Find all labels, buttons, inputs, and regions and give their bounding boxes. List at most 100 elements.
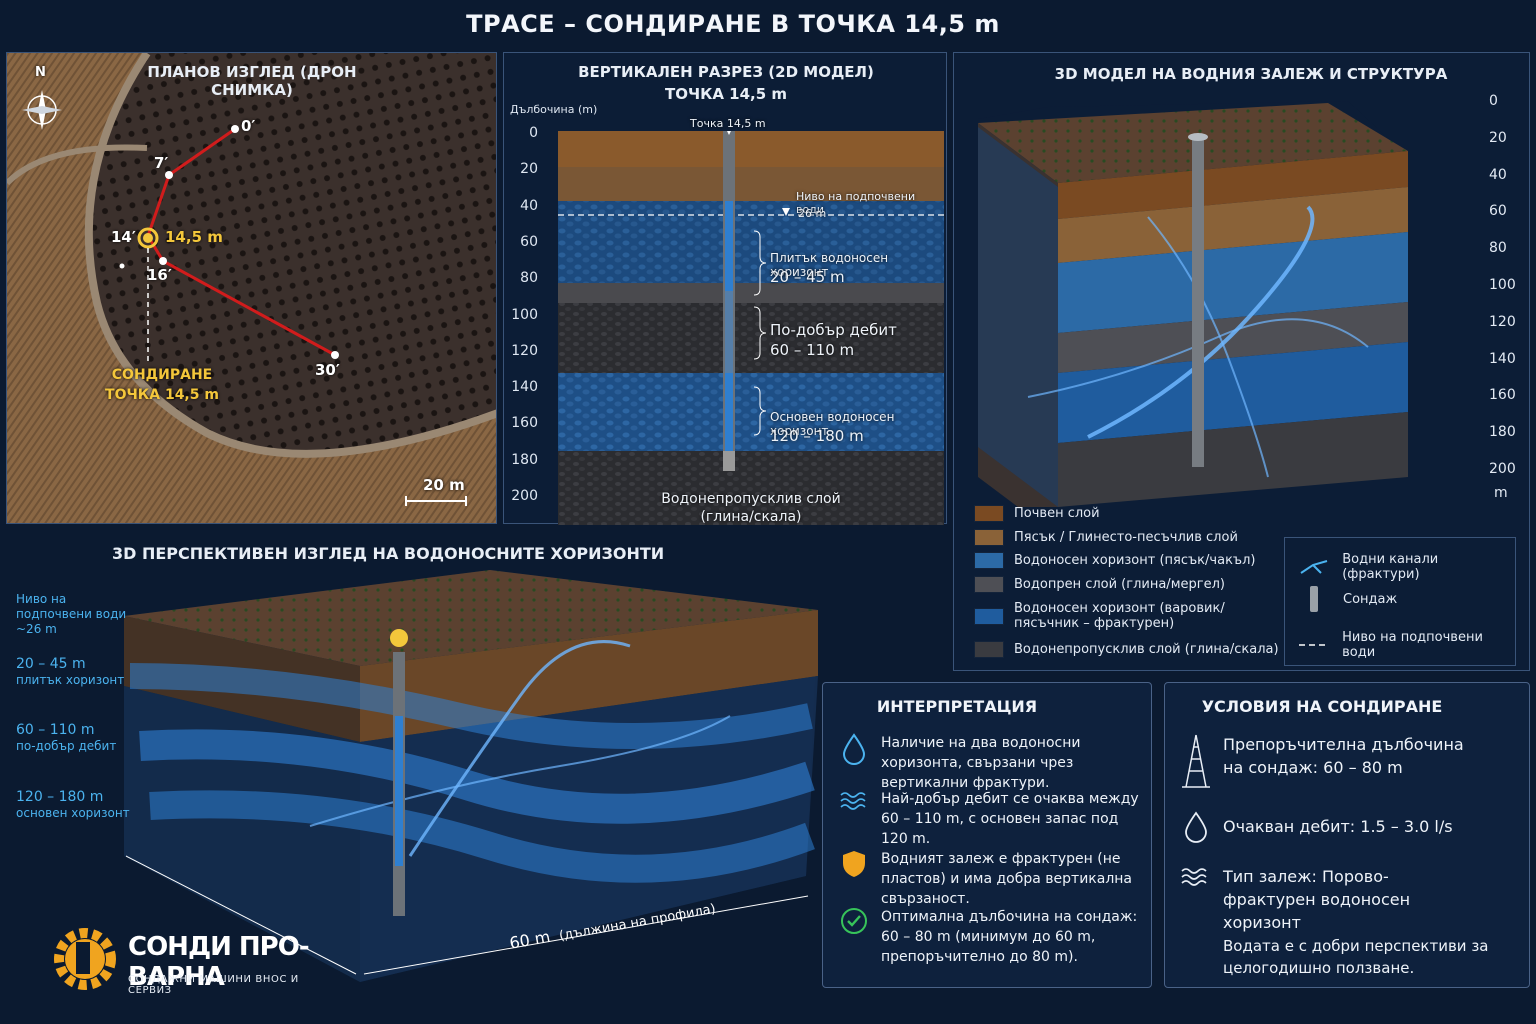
waves-icon bbox=[1181, 868, 1207, 886]
legend-item: Водопрен слой (глина/мергел) bbox=[974, 574, 1225, 594]
horizon-1-range: 20 – 45 m bbox=[16, 656, 86, 672]
drone-title: ПЛАНОВ ИЗГЛЕД (ДРОН СНИМКА) bbox=[147, 63, 357, 99]
point-30: 30′ bbox=[315, 361, 340, 379]
better-name: По-добър дебит bbox=[770, 321, 897, 339]
legend-item: Пясък / Глинесто-песъчлив слой bbox=[974, 527, 1238, 547]
point-14: 14′ bbox=[111, 228, 136, 246]
interpretation-box: ИНТЕРПРЕТАЦИЯ Наличие на два водоносни х… bbox=[822, 682, 1152, 988]
interpretation-item-4: Оптимална дълбочина на сондаж: 60 – 80 m… bbox=[881, 909, 1138, 965]
depth-tick: 120 bbox=[511, 342, 538, 359]
legend-swatch bbox=[974, 575, 1004, 593]
logo-name: СОНДИ ПРО-ВАРНА bbox=[128, 932, 310, 992]
depth-axis-title: Дълбочина (m) bbox=[510, 103, 598, 116]
model-depth-tick: 120 bbox=[1489, 313, 1516, 330]
groundwater-value: 26 m bbox=[798, 207, 827, 220]
shield-icon bbox=[843, 851, 865, 877]
legend-label: Водоносен хоризонт (пясък/чакъл) bbox=[1014, 552, 1256, 568]
depth-tick: 160 bbox=[511, 415, 538, 432]
model-depth-tick: 0 bbox=[1489, 93, 1498, 109]
logo-subtitle: СОНДАЖНИ МАШИНИ ВНОС И СЕРВИЗ bbox=[128, 974, 299, 996]
legend-fracture: Водни канали (фрактури) bbox=[1342, 552, 1439, 582]
water-drop-icon bbox=[842, 733, 866, 765]
company-logo: СОНДИ ПРО-ВАРНА СОНДАЖНИ МАШИНИ ВНОС И С… bbox=[48, 922, 338, 996]
legend-item: Водоносен хоризонт (пясък/чакъл) bbox=[974, 550, 1255, 570]
model-depth-tick: 160 bbox=[1489, 387, 1516, 404]
depth-tick: 100 bbox=[511, 306, 538, 323]
legend-item: Почвен слой bbox=[974, 503, 1100, 523]
model-3d-panel: 3D МОДЕЛ НА ВОДНИЯ ЗАЛЕЖ И СТРУКТУРА 0 20… bbox=[953, 52, 1530, 671]
model-depth-tick: 40 bbox=[1489, 166, 1507, 183]
legend-label: Водонепропусклив слой (глина/скала) bbox=[1014, 641, 1279, 657]
gw-label-2: подпочвени води bbox=[16, 607, 127, 621]
bottom-layer-label: Водонепропусклив слой bbox=[661, 491, 841, 507]
model-depth-tick: 180 bbox=[1489, 424, 1516, 441]
condition-depth: Препоръчителна дълбочина на сондаж: 60 –… bbox=[1223, 735, 1464, 777]
model-depth-tick: 60 bbox=[1489, 203, 1507, 220]
fracture-icon bbox=[1300, 560, 1328, 574]
depth-tick: 40 bbox=[520, 197, 538, 214]
borehole-icon bbox=[1310, 586, 1318, 612]
drill-point-label: ТОЧКА 14,5 m bbox=[105, 387, 219, 403]
point-0: 0′ bbox=[241, 117, 256, 135]
section-title: ВЕРТИКАЛЕН РАЗРЕЗ (2D МОДЕЛ) bbox=[578, 63, 874, 81]
condition-flow: Очакван дебит: 1.5 – 3.0 l/s bbox=[1223, 817, 1453, 836]
depth-tick: 0 bbox=[529, 125, 538, 141]
interpretation-title: ИНТЕРПРЕТАЦИЯ bbox=[876, 697, 1038, 716]
legend-swatch bbox=[974, 551, 1004, 569]
depth-tick: 180 bbox=[511, 451, 538, 468]
legend-item: Водоносен хоризонт (варовик/пясъчник – ф… bbox=[974, 599, 1234, 633]
depth-tick: 140 bbox=[511, 379, 538, 396]
dashed-line-icon bbox=[1299, 644, 1329, 646]
horizon-1-name: плитък хоризонт bbox=[16, 673, 125, 687]
vertical-section-panel: ВЕРТИКАЛЕН РАЗРЕЗ (2D МОДЕЛ) ТОЧКА 14,5 … bbox=[503, 52, 947, 525]
gw-label-1: Ниво на bbox=[16, 592, 67, 606]
model-depth-tick: 20 bbox=[1489, 129, 1507, 146]
legend-label: Почвен слой bbox=[1014, 505, 1100, 521]
horizon-2-name: по-добър дебит bbox=[16, 739, 117, 753]
perspective-title: 3D ПЕРСПЕКТИВЕН ИЗГЛЕД НА ВОДОНОСНИТЕ ХО… bbox=[112, 544, 665, 563]
model-3d-title: 3D МОДЕЛ НА ВОДНИЯ ЗАЛЕЖ И СТРУКТУРА bbox=[1054, 65, 1448, 83]
gear-logo-icon bbox=[54, 928, 116, 990]
legend-label: Пясък / Глинесто-песъчлив слой bbox=[1014, 529, 1238, 545]
shallow-name: Плитък водоносен хоризонт bbox=[770, 251, 889, 279]
point-7: 7′ bbox=[154, 154, 169, 172]
model-unit: m bbox=[1494, 485, 1508, 501]
drop-icon bbox=[1185, 811, 1207, 843]
page-title: ТРАСЕ – СОНДИРАНЕ В ТОЧКА 14,5 m bbox=[466, 10, 1000, 38]
interpretation-item-3: Водният залеж е фрактурен (не пластов) и… bbox=[881, 851, 1133, 907]
model-depth-tick: 80 bbox=[1489, 240, 1507, 257]
legend-label: Водопрен слой (глина/мергел) bbox=[1014, 576, 1225, 592]
interpretation-item-1: Наличие на два водоносни хоризонта, свър… bbox=[881, 735, 1081, 791]
horizon-3-range: 120 – 180 m bbox=[16, 789, 104, 805]
check-circle-icon bbox=[841, 908, 867, 934]
shallow-range: 20 – 45 m bbox=[770, 268, 845, 286]
depth-tick: 20 bbox=[520, 161, 538, 178]
point-16: 16′ bbox=[147, 266, 172, 284]
main-range: 120 – 180 m bbox=[770, 427, 864, 445]
point-label: Точка 14,5 m bbox=[690, 117, 766, 130]
drilling-rig-icon bbox=[1182, 734, 1210, 788]
section-subtitle: ТОЧКА 14,5 m bbox=[664, 85, 788, 103]
drone-view-panel: ПЛАНОВ ИЗГЛЕД (ДРОН СНИМКА) N 0′ 7′ 14′ … bbox=[6, 52, 497, 524]
legend-swatch bbox=[974, 640, 1004, 658]
perspective-block bbox=[124, 570, 818, 982]
model-depth-tick: 200 bbox=[1489, 461, 1516, 477]
symbol-legend: Водни канали (фрактури) Сондаж Ниво на п… bbox=[1284, 537, 1516, 666]
point-14-5: 14,5 m bbox=[165, 228, 223, 246]
legend-label: Водоносен хоризонт (варовик/пясъчник – ф… bbox=[1014, 601, 1225, 631]
bottom-layer-sub: (глина/скала) bbox=[700, 509, 802, 525]
horizon-3-name: основен хоризонт bbox=[16, 806, 130, 820]
model-depth-tick: 100 bbox=[1489, 277, 1516, 293]
scale-label: 20 m bbox=[423, 476, 465, 494]
depth-tick: 60 bbox=[520, 233, 538, 250]
depth-tick: 80 bbox=[520, 270, 538, 287]
depth-tick: 200 bbox=[511, 488, 538, 504]
drone-map bbox=[7, 53, 496, 523]
legend-borehole: Сондаж bbox=[1343, 591, 1398, 607]
section-layers bbox=[558, 131, 944, 525]
interpretation-item-2: Най-добър дебит се очаква между 60 – 110… bbox=[881, 791, 1139, 847]
condition-type: Тип залеж: Порово-фрактурен водоносен хо… bbox=[1223, 867, 1411, 932]
legend-item: Водонепропусклив слой (глина/скала) bbox=[974, 639, 1279, 659]
condition-perspective: Водата е с добри перспективи за целогоди… bbox=[1223, 937, 1489, 977]
conditions-title: УСЛОВИЯ НА СОНДИРАНЕ bbox=[1201, 697, 1443, 716]
